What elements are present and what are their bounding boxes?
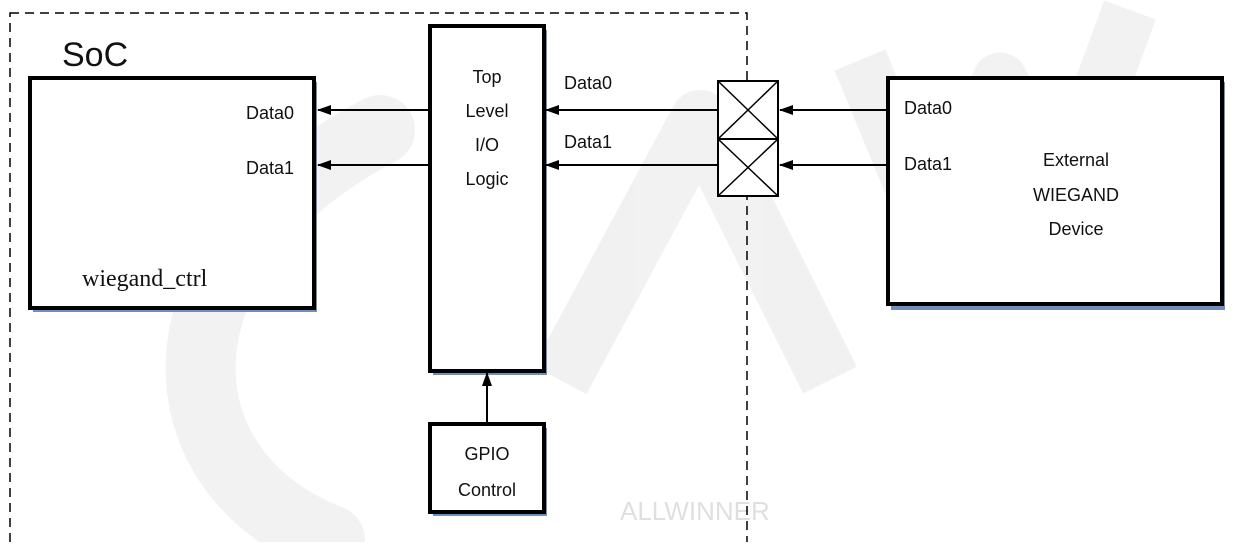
external-port-data1: Data1 xyxy=(904,154,952,174)
io-logic-line4: Logic xyxy=(465,169,508,189)
gpio-line2: Control xyxy=(458,480,516,500)
wiegand-ctrl-port-data0: Data0 xyxy=(246,103,294,123)
watermark-text: ALLWINNER xyxy=(620,496,770,526)
pad-data0 xyxy=(717,80,779,140)
wiegand-ctrl-port-data1: Data1 xyxy=(246,158,294,178)
soc-boundary xyxy=(9,12,748,547)
wiegand-ctrl-block: Data0 Data1 wiegand_ctrl xyxy=(28,76,317,312)
io-logic-line2: Level xyxy=(465,101,508,121)
bus-label-data1: Data1 xyxy=(564,132,612,152)
io-logic-line1: Top xyxy=(472,67,501,87)
external-label-line1: External xyxy=(1043,150,1109,170)
soc-label: SoC xyxy=(62,36,128,74)
external-port-data0: Data0 xyxy=(904,98,952,118)
io-logic-block: Top Level I/O Logic xyxy=(428,24,547,375)
pad-data1 xyxy=(717,138,779,197)
gpio-control-block: GPIO Control xyxy=(428,422,547,516)
wiegand-ctrl-label: wiegand_ctrl xyxy=(82,266,208,292)
gpio-line1: GPIO xyxy=(464,444,509,464)
bus-label-data0: Data0 xyxy=(564,73,612,93)
external-label-line2: WIEGAND xyxy=(1033,185,1119,205)
io-logic-line3: I/O xyxy=(475,135,499,155)
external-label-line3: Device xyxy=(1048,219,1103,239)
external-device-block: Data0 Data1 External WIEGAND Device xyxy=(886,76,1225,310)
